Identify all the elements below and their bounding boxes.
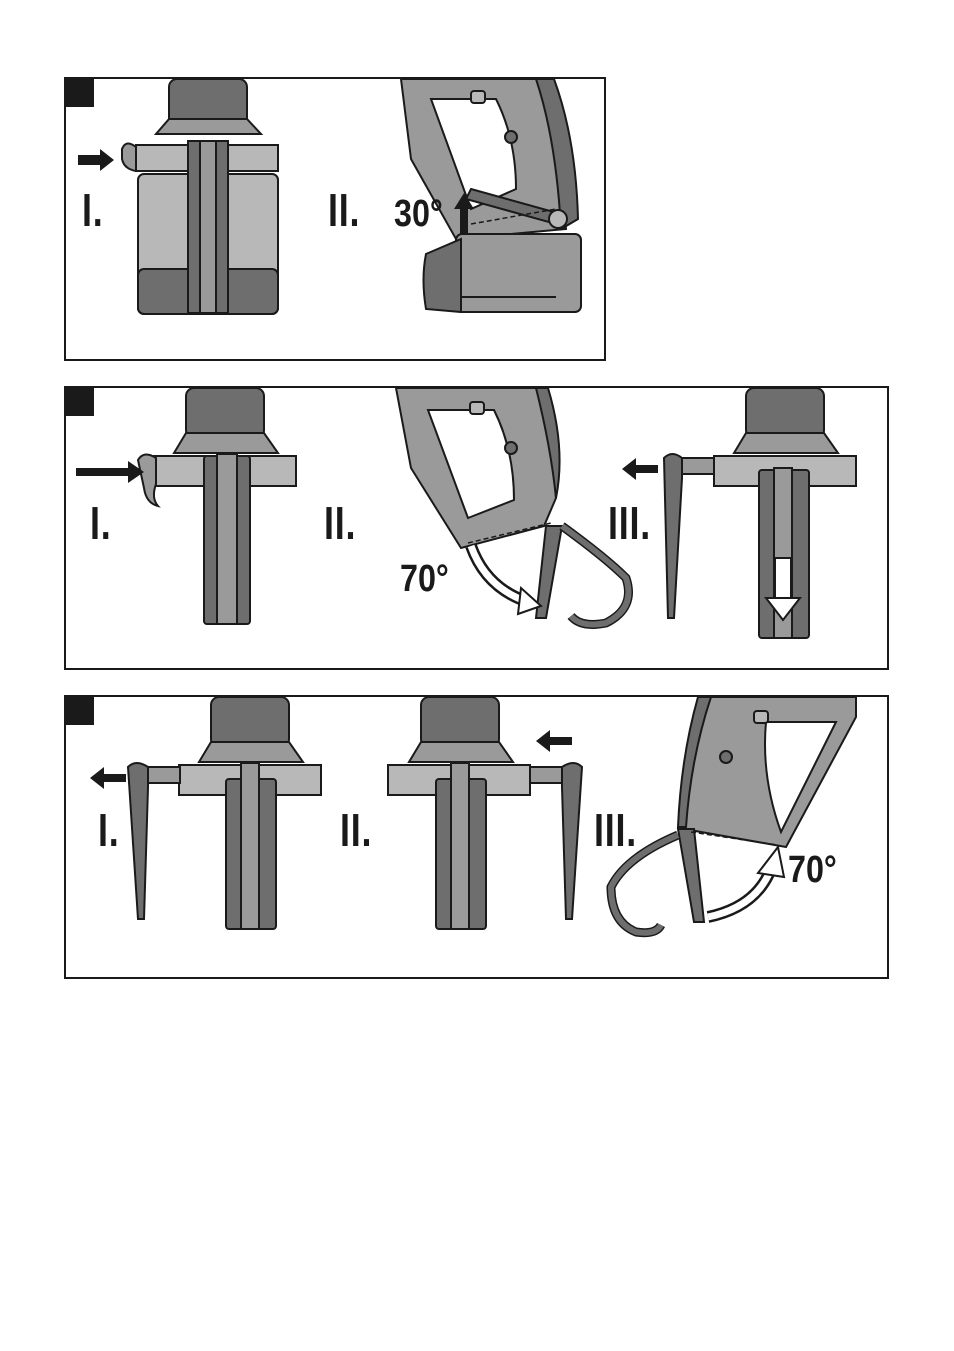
tool-side-view [611,697,856,933]
arrow-right-icon [76,461,144,483]
tool-front-view [122,79,278,314]
step-label: I. [82,183,103,237]
arrow-left-icon [536,730,572,752]
arrow-left-icon [90,767,126,789]
angle-label: 30° [394,193,443,236]
tool-front-view [138,388,296,624]
panel-3-illustration [66,697,889,979]
step-label: I. [90,496,111,550]
angle-label: 70° [400,558,449,601]
panel-2-illustration [66,388,889,670]
panel-2: I. II. III. 70° [64,386,889,670]
tool-front-view [388,697,582,929]
angle-label: 70° [788,849,837,892]
step-label: III. [594,803,637,857]
panel-1: I. II. 30° [64,77,606,361]
step-label: II. [324,496,356,550]
step-label: II. [340,803,372,857]
step-label: III. [608,496,651,550]
step-label: II. [328,183,360,237]
step-label: I. [98,803,119,857]
curved-arrow-icon [708,847,784,917]
tool-front-view [664,388,856,638]
curved-arrow-icon [471,546,541,614]
arrow-left-icon [622,458,658,480]
panel-3: I. II. III. 70° [64,695,889,979]
arrow-right-icon [78,149,114,171]
tool-front-view [128,697,321,929]
